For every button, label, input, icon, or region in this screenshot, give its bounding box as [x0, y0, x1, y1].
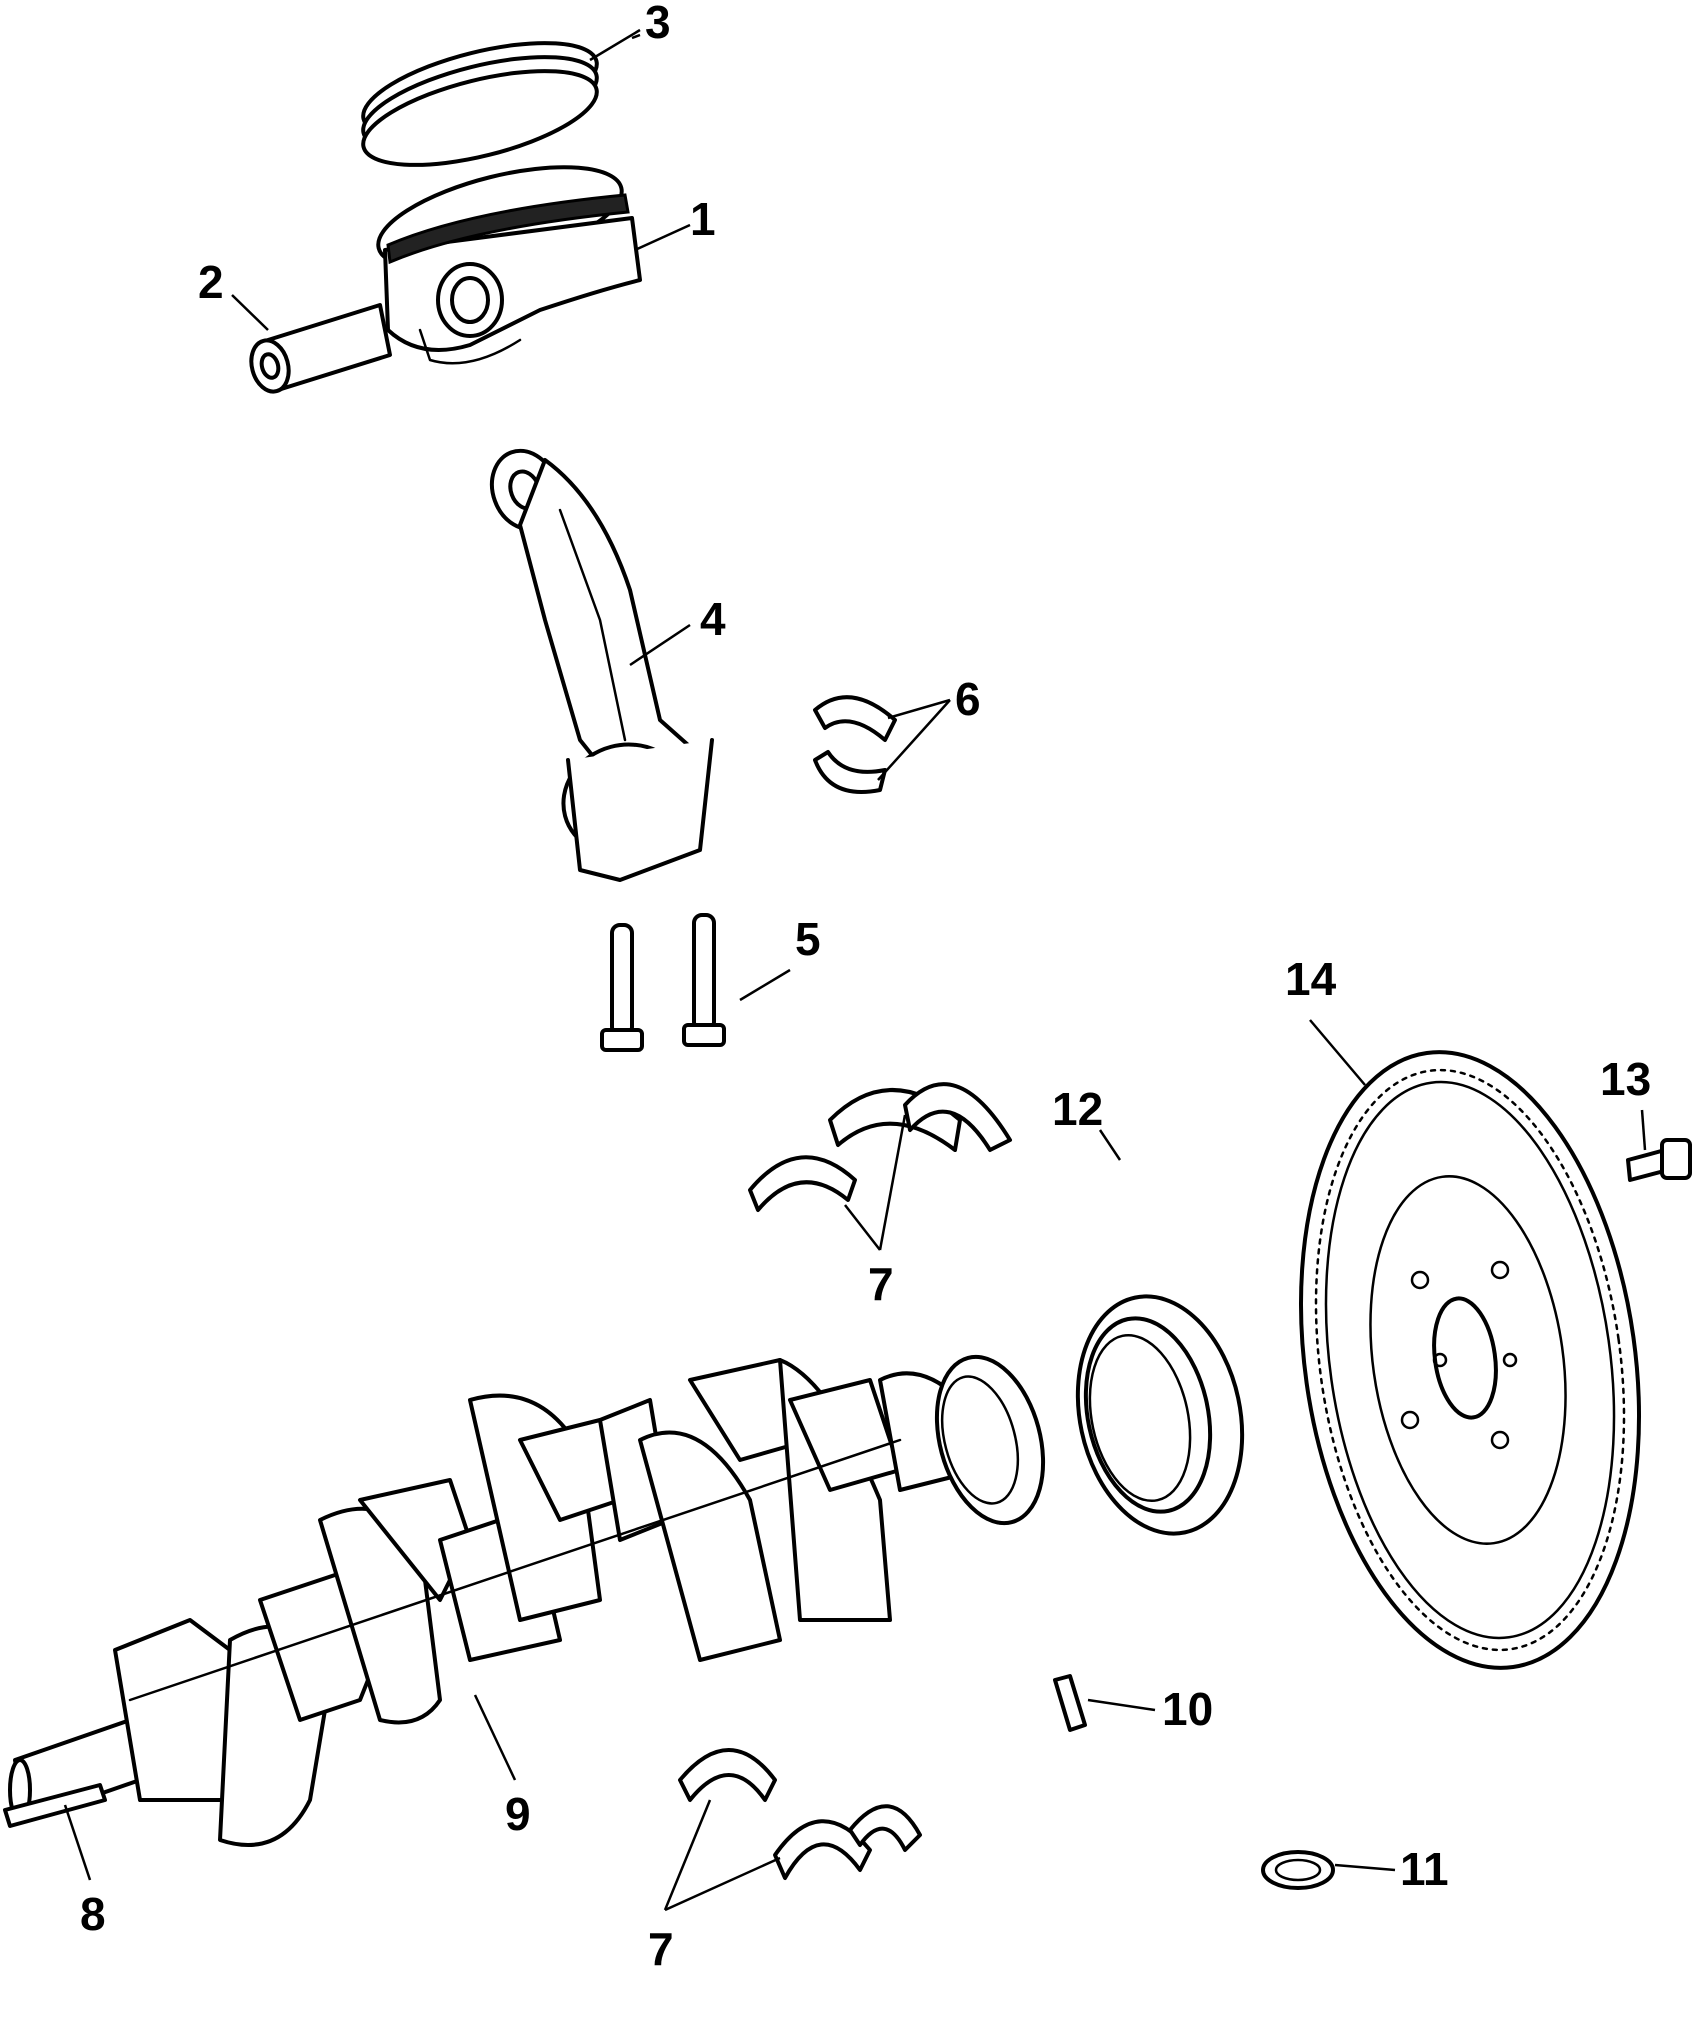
rod-bolts [600, 913, 726, 1052]
piston [376, 165, 642, 365]
washer [1261, 1850, 1335, 1890]
rear-main-seal [1075, 1294, 1245, 1536]
callout-3: 3 [645, 0, 671, 48]
callout-2: 2 [198, 256, 224, 308]
main-bearings-upper [748, 1082, 1012, 1212]
callout-labels: 3 1 2 4 6 5 14 13 7 12 10 9 8 11 7 [80, 0, 1651, 1975]
callout-4: 4 [700, 593, 726, 645]
callout-9: 9 [505, 1788, 531, 1840]
callout-10: 10 [1162, 1683, 1213, 1735]
crankshaft [8, 1354, 1046, 1847]
callout-7-upper: 7 [868, 1258, 894, 1310]
callout-7-lower: 7 [648, 1923, 674, 1975]
flexplate [1299, 1050, 1641, 1670]
callout-14: 14 [1285, 953, 1337, 1005]
callout-6: 6 [955, 673, 981, 725]
connecting-rod [489, 448, 714, 882]
callout-12: 12 [1052, 1083, 1103, 1135]
callout-1: 1 [690, 193, 716, 245]
crank-key [3, 1783, 107, 1828]
dowel-pin [1053, 1674, 1087, 1732]
callout-8: 8 [80, 1888, 106, 1940]
main-bearings-lower [678, 1748, 922, 1880]
rod-bearings [813, 695, 897, 794]
callout-11: 11 [1400, 1843, 1449, 1895]
piston-pin [249, 303, 392, 394]
leader-lines [63, 28, 1647, 1912]
callout-13: 13 [1600, 1053, 1651, 1105]
callout-5: 5 [795, 913, 821, 965]
piston-rings [361, 41, 599, 167]
flexplate-bolt [1626, 1138, 1692, 1182]
